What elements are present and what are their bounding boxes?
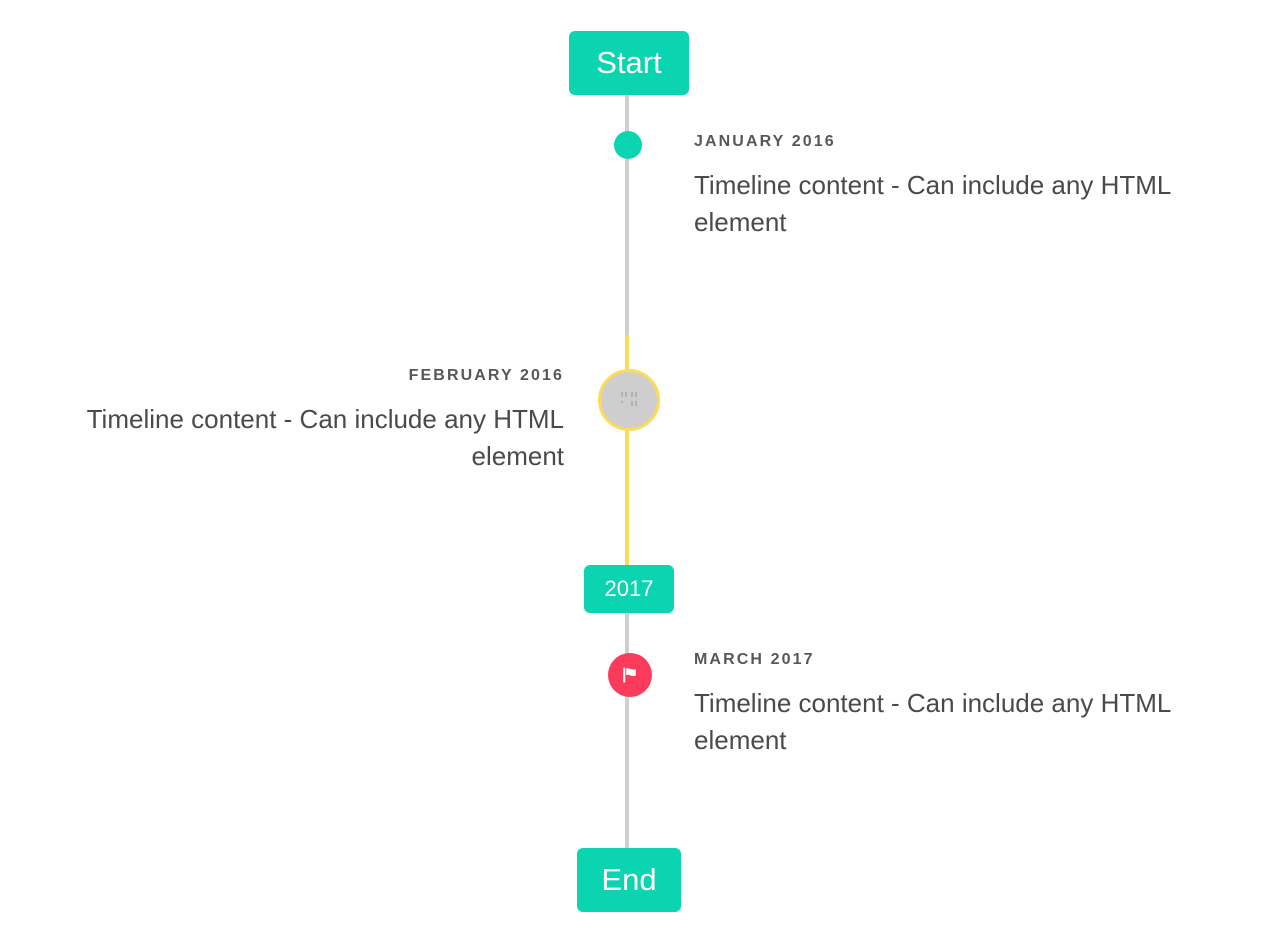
timeline-event-february-2016: FEBRUARY 2016 Timeline content - Can inc… — [42, 365, 564, 474]
flag-icon — [623, 667, 636, 683]
timeline-event-date: JANUARY 2016 — [694, 133, 836, 150]
timeline-event-january-2016: JANUARY 2016 Timeline content - Can incl… — [694, 131, 1216, 240]
timeline-event-body: Timeline content - Can include any HTML … — [694, 687, 1171, 755]
timeline-spine-segment-gray-bottom — [625, 613, 629, 854]
timeline-event-date: FEBRUARY 2016 — [408, 367, 564, 384]
timeline-end-badge[interactable]: End — [577, 848, 681, 912]
timeline-event-body: Timeline content - Can include any HTML … — [694, 169, 1171, 237]
timeline-event-body: Timeline content - Can include any HTML … — [86, 403, 564, 471]
timeline-year-divider-badge[interactable]: 2017 — [584, 565, 674, 613]
timeline-spine-segment-gray-top — [625, 93, 629, 335]
timeline-event-date: MARCH 2017 — [694, 651, 815, 668]
timeline-event-march-2017: MARCH 2017 Timeline content - Can includ… — [694, 649, 1216, 758]
timeline-marker-flag-icon[interactable] — [608, 653, 652, 697]
broken-image-icon — [621, 392, 637, 406]
timeline-spine-segment-yellow — [625, 335, 629, 565]
timeline-marker-broken-image-icon[interactable] — [598, 369, 660, 431]
timeline-start-badge[interactable]: Start — [569, 31, 689, 95]
timeline-marker-dot-icon[interactable] — [614, 131, 642, 159]
